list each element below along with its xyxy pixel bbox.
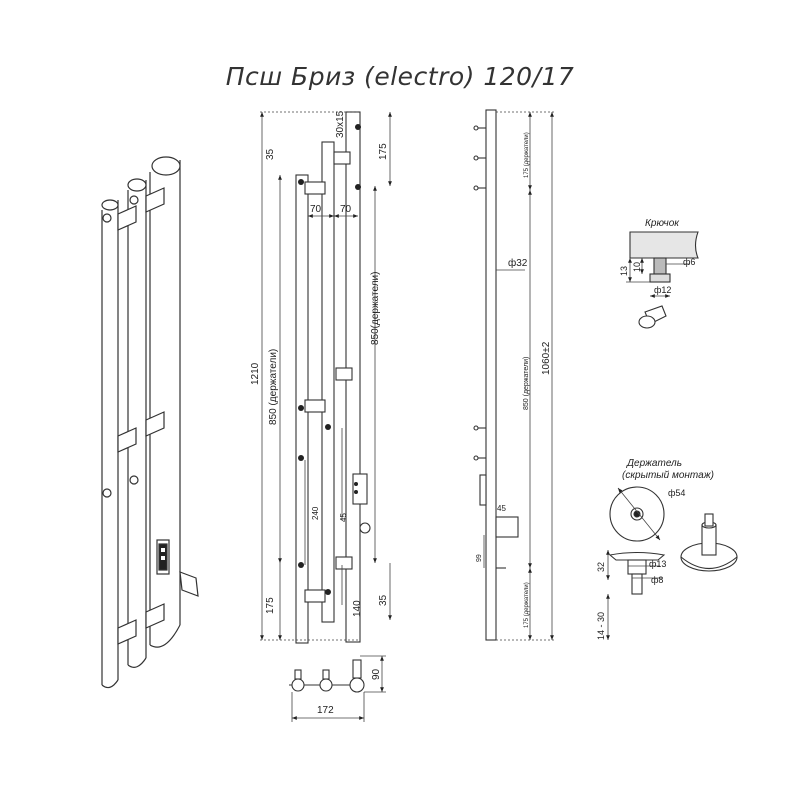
top-dim-90: 90 <box>371 668 382 680</box>
side-dim-99: 99 <box>476 554 483 562</box>
front-dim-35-top: 35 <box>265 148 276 160</box>
iso-brackets <box>117 187 165 645</box>
iso-tube-right <box>149 156 181 648</box>
holder-label-1: Держатель <box>626 458 682 469</box>
iso-tube-middle <box>127 178 147 668</box>
hook-label: Крючок <box>645 218 680 229</box>
holder-dim-54: ф54 <box>668 488 685 498</box>
front-dim-45: 45 <box>339 513 348 522</box>
iso-tube-left <box>101 199 119 689</box>
hook-dim-10: 10 <box>632 262 642 272</box>
front-view: 30х15 35 175 70 70 1210 850 (держатели) … <box>250 110 392 644</box>
side-tube <box>485 109 497 641</box>
holder-dim-8: ф8 <box>651 575 663 585</box>
top-view: 172 90 <box>289 655 386 722</box>
front-dim-70-right: 70 <box>340 204 352 215</box>
holder-dim-13: ф13 <box>649 559 666 569</box>
front-dim-175-top: 175 <box>378 143 389 160</box>
front-dim-240: 240 <box>311 506 320 520</box>
front-dim-175-bottom: 175 <box>265 597 276 614</box>
front-dim-30x15: 30х15 <box>335 110 346 138</box>
front-tube-2 <box>321 141 335 623</box>
side-dim-175-top: 175 (держатели) <box>524 132 530 178</box>
front-dim-850-left: 850 (держатели) <box>268 349 279 425</box>
front-dim-850-right: 850(держатели) <box>370 272 381 345</box>
top-dim-172: 172 <box>317 705 334 716</box>
side-dim-1060: 1060±2 <box>541 341 552 375</box>
holder-detail: Держатель (скрытый монтаж) ф54 32 <box>596 458 738 640</box>
front-dim-70-left: 70 <box>310 204 322 215</box>
hook-dim-6: ф6 <box>683 257 695 267</box>
holder-label-2: (скрытый монтаж) <box>622 470 714 481</box>
isometric-view <box>101 156 199 689</box>
iso-control-box <box>156 539 170 575</box>
front-dim-1210: 1210 <box>250 362 261 385</box>
holder-dim-14-30: 14 - 30 <box>596 612 606 640</box>
side-dim-175-bottom: 175 (держатели) <box>524 582 530 628</box>
hook-dim-13: 13 <box>619 266 629 276</box>
hook-dim-12: ф12 <box>654 285 671 295</box>
hook-detail: Крючок 13 10 ф6 ф12 <box>619 218 699 329</box>
front-control-box <box>352 473 368 505</box>
drawing-title: Псш Бриз (electro) 120/17 <box>225 62 575 91</box>
front-dim-140: 140 <box>352 600 363 617</box>
side-dim-850: 850 (держатели) <box>523 357 530 410</box>
front-dim-35-bottom: 35 <box>378 594 389 606</box>
holder-dim-32: 32 <box>596 562 606 572</box>
side-view: ф32 175 (держатели) 850 (держатели) 1060… <box>473 109 555 641</box>
iso-power-lead <box>179 571 199 597</box>
side-dim-45: 45 <box>497 504 506 513</box>
side-dim-32: ф32 <box>508 257 528 269</box>
iso-hooks <box>102 195 139 498</box>
